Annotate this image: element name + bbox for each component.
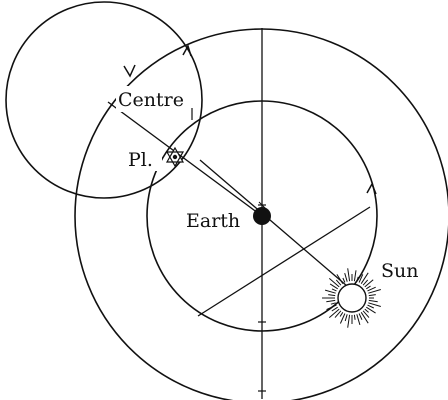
sun-ray [343, 278, 345, 283]
sun-ray [329, 309, 339, 318]
sun-ray [366, 286, 370, 289]
sun-ray [345, 314, 347, 321]
earth-dot [253, 207, 271, 225]
sun-ray [368, 305, 374, 308]
sun-ray [348, 268, 350, 281]
sun-ray [328, 295, 335, 296]
sun-ray [369, 295, 376, 296]
sun-ray [357, 277, 358, 282]
centre-label: Centre [118, 89, 184, 111]
sun-ray [332, 307, 338, 311]
sun-label: Sun [381, 260, 419, 282]
sun-ray [365, 309, 369, 312]
sun-ray [369, 300, 378, 301]
sun-disc [338, 284, 366, 312]
planet-star-icon [167, 148, 183, 166]
sun-ray [332, 289, 337, 291]
sun-ray [354, 315, 355, 320]
sun-ray [361, 312, 368, 323]
sun-ray [357, 314, 360, 325]
sun-ray [359, 314, 362, 320]
sun-ray [354, 270, 356, 281]
arrow-head-icon [367, 184, 376, 194]
arrow-head-icon [124, 65, 135, 76]
sun-ray [340, 312, 343, 316]
planet-label: Pl. [128, 149, 153, 171]
sun-ray [348, 315, 350, 328]
sun-ray [326, 300, 335, 301]
sun-ray [325, 290, 336, 293]
sun-ray [345, 273, 348, 282]
arrow-head-icon [183, 46, 191, 56]
earth-label: Earth [186, 210, 240, 232]
sun-ray [365, 280, 373, 287]
sun-ray [329, 278, 339, 287]
